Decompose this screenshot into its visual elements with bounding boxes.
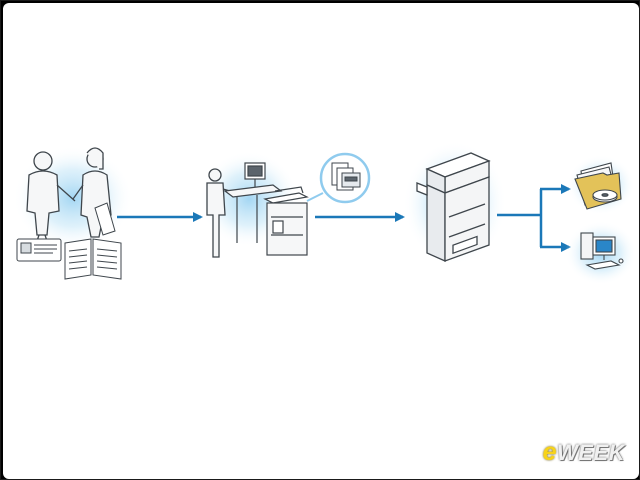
scan-workstation-icon bbox=[199, 151, 371, 258]
branch-arrows bbox=[497, 184, 571, 252]
file-folder-icon bbox=[567, 155, 635, 215]
workflow-diagram bbox=[13, 141, 637, 285]
computer-desk-icon bbox=[223, 162, 283, 243]
document-booklet-icon bbox=[64, 238, 122, 280]
watermark-e-letter: e bbox=[542, 438, 557, 466]
eweek-watermark: eWEEK bbox=[543, 438, 625, 467]
businesswoman-figure bbox=[72, 147, 112, 238]
output-archive-icon bbox=[565, 155, 637, 285]
customer-meeting-icon bbox=[13, 146, 133, 280]
document-pages-callout bbox=[306, 152, 371, 204]
diagram-canvas: eWEEK bbox=[3, 3, 639, 479]
businessman-figure bbox=[26, 151, 76, 242]
operator-figure bbox=[206, 168, 238, 258]
production-printer-icon bbox=[403, 141, 507, 265]
watermark-text: WEEK bbox=[557, 440, 625, 465]
id-cards-icon bbox=[16, 238, 62, 262]
desktop-computer-icon bbox=[565, 221, 637, 285]
scanner-copier-icon bbox=[263, 186, 309, 256]
